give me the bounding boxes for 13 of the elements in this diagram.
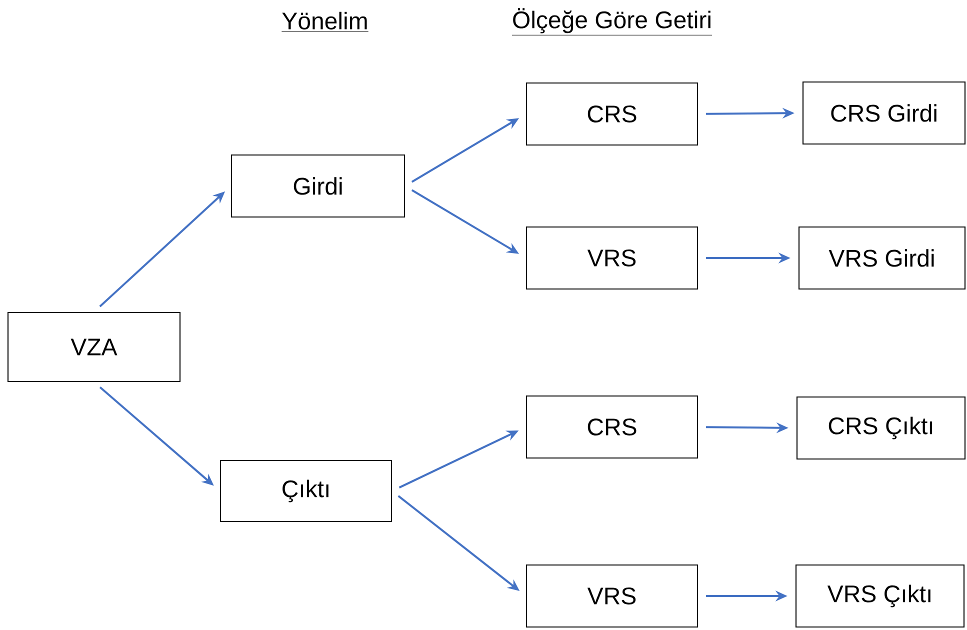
process-box: VZA — [7, 312, 181, 382]
process-box: CRS Girdi — [802, 81, 966, 145]
column-heading: Yönelim — [281, 12, 369, 32]
process-box: CRS Çıktı — [796, 396, 966, 460]
process-box: VRS — [526, 564, 698, 628]
process-box: VRS Girdi — [798, 226, 966, 290]
process-box: VRS — [526, 226, 698, 290]
column-heading: Ölçeğe Göre Getiri — [512, 8, 712, 36]
process-box: Çıktı — [220, 460, 392, 522]
process-box: VRS Çıktı — [795, 564, 965, 628]
process-box: CRS — [526, 395, 698, 459]
process-box: Girdi — [230, 154, 406, 218]
process-box: CRS — [526, 82, 698, 146]
